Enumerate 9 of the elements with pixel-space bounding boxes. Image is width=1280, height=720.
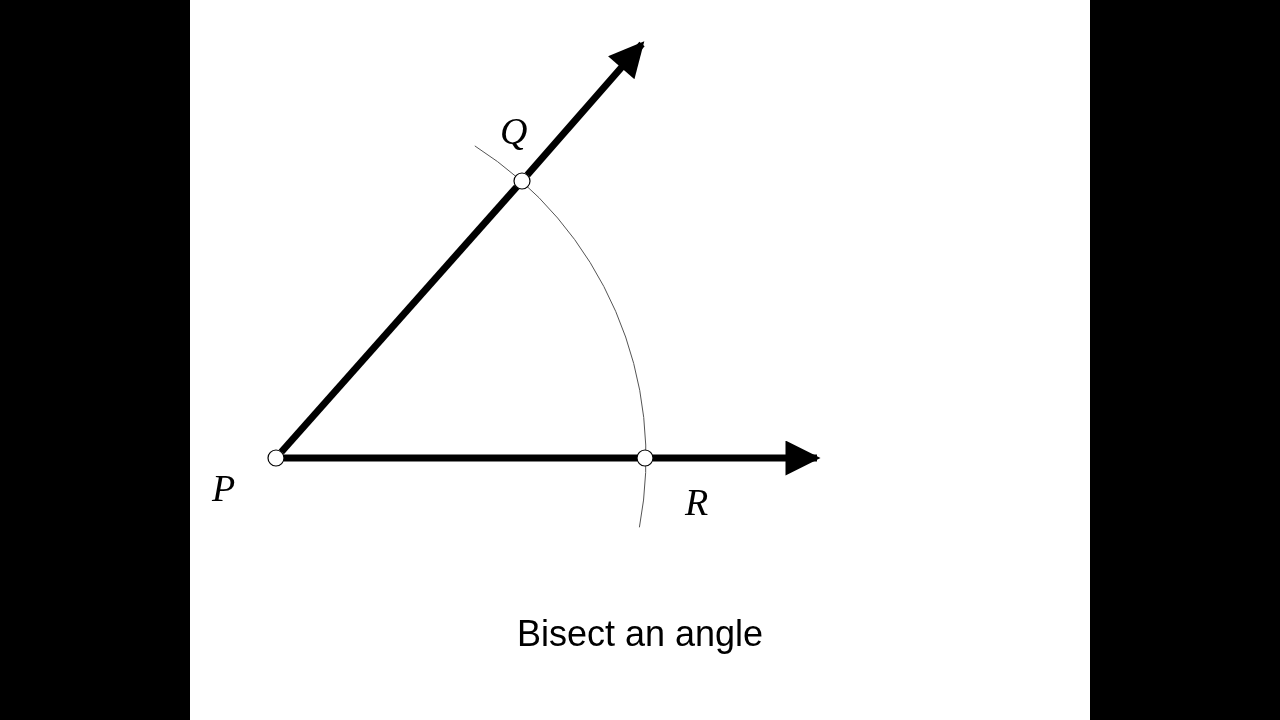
- point-label: Q: [500, 111, 528, 151]
- ray-arrow: [653, 440, 821, 476]
- caption: Bisect an angle: [516, 612, 764, 656]
- point-marker: [513, 172, 531, 190]
- point-label: R: [685, 482, 709, 522]
- point-label: P: [212, 468, 236, 508]
- line-segment: [284, 454, 637, 462]
- ray-arrow: [524, 41, 645, 178]
- line-segment: [278, 184, 520, 455]
